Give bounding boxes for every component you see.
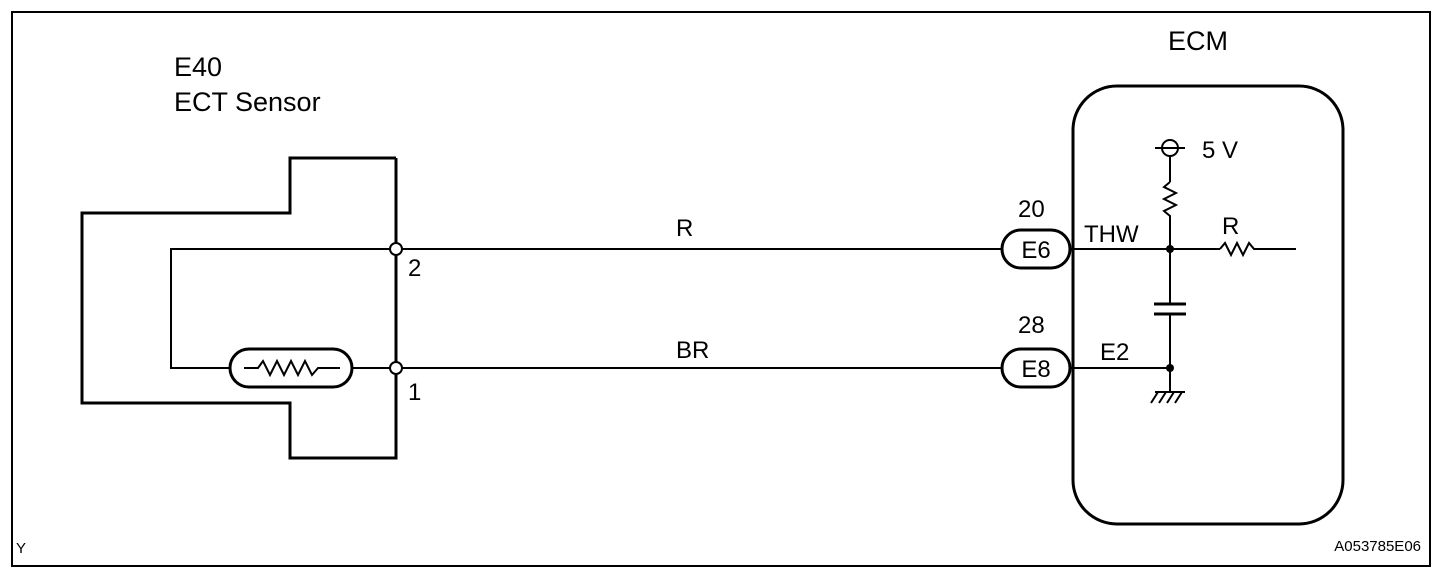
- ecm-title: ECM: [1168, 26, 1228, 56]
- ecm-pin-number-lower: 28: [1018, 312, 1045, 339]
- footer-left-mark: Y: [16, 540, 26, 557]
- e2-junction-dot: [1166, 364, 1174, 372]
- thermistor-resistor-icon: [244, 358, 340, 378]
- sensor-internal-loop: [170, 248, 396, 369]
- terminal-e2-label: E2: [1100, 339, 1129, 366]
- resistor-r-label: R: [1222, 213, 1239, 240]
- sensor-pin-2-label: 2: [408, 255, 421, 282]
- figure-code: A053785E06: [1334, 538, 1421, 555]
- pin-2-terminal: [389, 242, 403, 256]
- ecm-pin-number-upper: 20: [1018, 196, 1045, 223]
- sensor-pin-1-label: 1: [408, 379, 421, 406]
- output-resistor-icon: [1219, 240, 1296, 258]
- pullup-resistor-icon: [1161, 181, 1179, 249]
- ecm-box: [1071, 84, 1345, 526]
- wire-color-upper: R: [676, 215, 693, 242]
- terminal-thw-label: THW: [1084, 221, 1139, 248]
- diagram-frame: [11, 11, 1431, 567]
- pin-1-terminal: [389, 361, 403, 375]
- connector-e6-label: E6: [1021, 237, 1050, 264]
- sensor-connector-id: E40: [174, 52, 222, 82]
- wire-color-lower: BR: [676, 337, 709, 364]
- supply-5v-label: 5 V: [1202, 137, 1238, 164]
- connector-e8-label: E8: [1021, 356, 1050, 383]
- thermistor-capsule: [228, 347, 354, 389]
- sensor-name: ECT Sensor: [174, 87, 321, 117]
- sensor-body-outline: [80, 156, 398, 460]
- ground-icon: [1150, 391, 1185, 404]
